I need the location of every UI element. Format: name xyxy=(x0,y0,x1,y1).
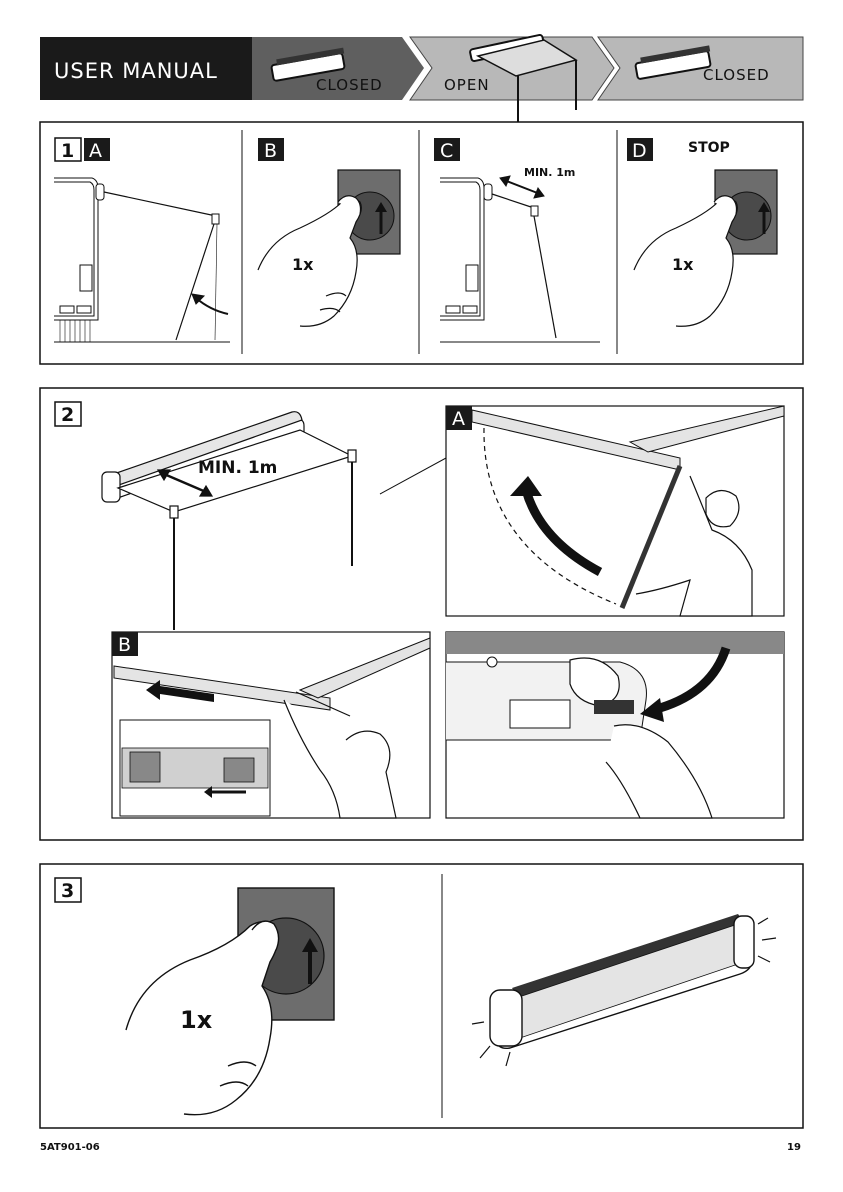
page-number: 19 xyxy=(787,1142,801,1153)
press-count-b: 1x xyxy=(292,255,314,274)
step-1a-letter: A xyxy=(89,140,102,162)
step-1-number: 1 xyxy=(61,140,74,162)
detail-a-letter: A xyxy=(452,408,465,430)
step-2-number: 2 xyxy=(61,404,74,426)
state-label-closed-1: CLOSED xyxy=(316,76,383,94)
detail-c-illustration xyxy=(446,632,784,818)
min-distance-main: MIN. 1m xyxy=(198,458,277,478)
step-3-number: 3 xyxy=(61,880,74,902)
document-code: 5AT901-06 xyxy=(40,1142,100,1153)
press-count-d: 1x xyxy=(672,255,694,274)
step-1b-letter: B xyxy=(264,140,277,162)
step-1-panel: 1 A B C D 1x xyxy=(0,110,843,370)
min-distance-c: MIN. 1m xyxy=(524,166,575,179)
state-label-closed-2: CLOSED xyxy=(703,66,770,84)
header-banner: USER MANUAL CLOSED OPEN CLOSED xyxy=(0,0,843,110)
detail-b-letter: B xyxy=(118,634,131,656)
press-count-step3: 1x xyxy=(180,1006,213,1034)
step-1d-letter: D xyxy=(632,140,647,162)
detail-b-illustration: B xyxy=(112,632,430,818)
detail-a-illustration: A xyxy=(446,406,784,616)
stop-label-d: STOP xyxy=(688,140,730,156)
step-3-panel: 3 1x xyxy=(0,860,843,1130)
state-label-open: OPEN xyxy=(444,76,490,94)
manual-title: USER MANUAL xyxy=(54,59,218,83)
step-1c-letter: C xyxy=(440,140,453,162)
step-2-panel: 2 MIN. 1m A B xyxy=(0,380,843,840)
